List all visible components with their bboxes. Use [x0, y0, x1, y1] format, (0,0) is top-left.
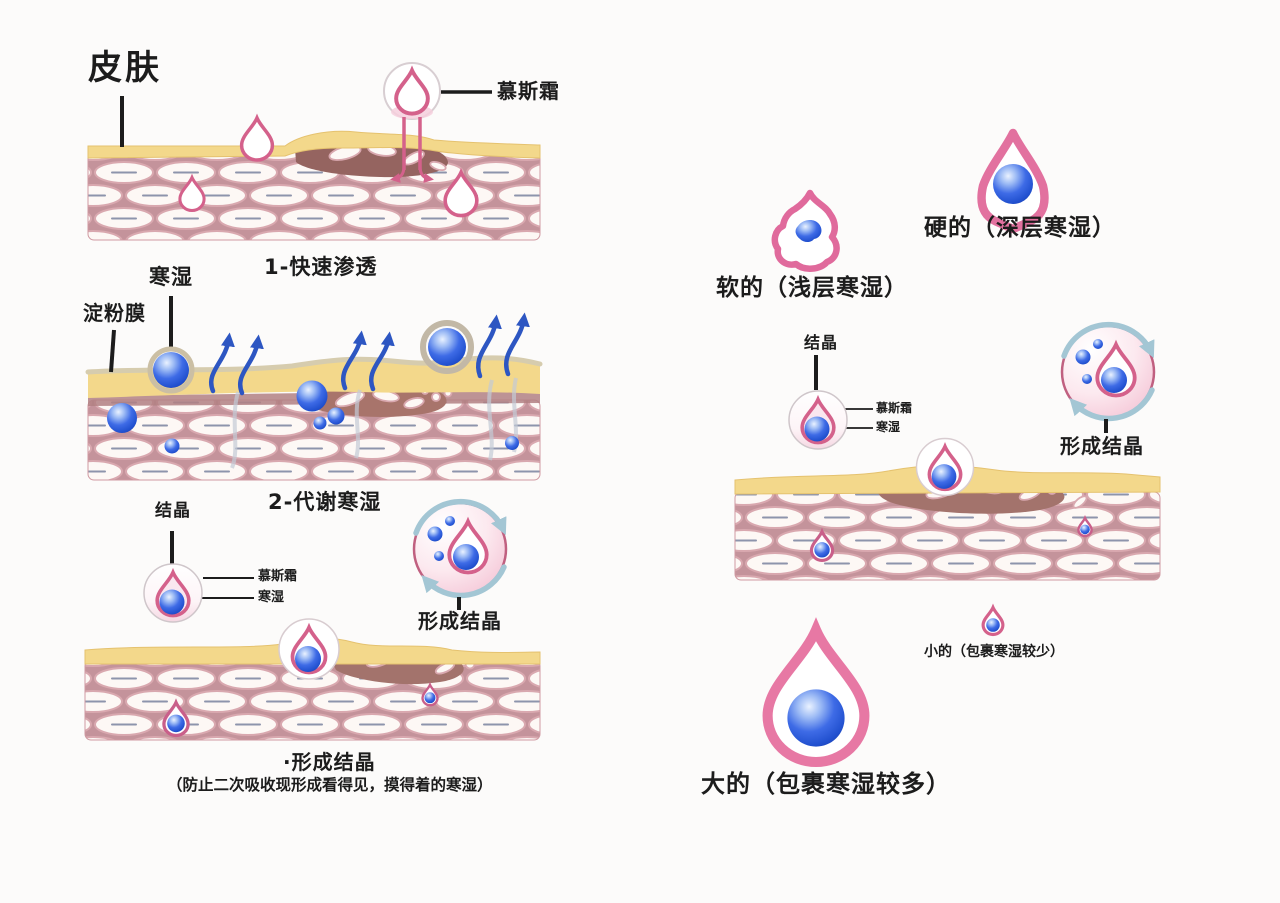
crystal-drop-icon: [789, 391, 847, 449]
form-crystal-label-right: 形成结晶: [1060, 434, 1144, 458]
form-crystal-caption: ·形成结晶: [283, 750, 376, 774]
mousse-applicator-icon: [383, 62, 441, 183]
skin-cross-section-3: [84, 502, 541, 741]
epidermis-layer: [88, 359, 540, 398]
embedded-crystal-drop: [162, 700, 190, 738]
cream-drop-icon: [239, 116, 275, 162]
crystal-on-surface-icon: [279, 619, 339, 679]
soft-label: 软的（浅层寒湿）: [716, 275, 908, 301]
mousse-label-small-right: 慕斯霜: [876, 401, 913, 415]
cold-damp-label-small: 寒湿: [258, 590, 285, 605]
cold-damp-label-small-right: 寒湿: [876, 420, 901, 434]
skin-cross-section-right: [734, 439, 1161, 581]
step1-caption: 1-快速渗透: [264, 255, 378, 279]
embedded-crystal-drop: [421, 683, 439, 707]
large-drop-label: 大的（包裹寒湿较多）: [701, 770, 951, 798]
hard-drop-icon: [977, 128, 1049, 234]
crystal-label: 结晶: [155, 501, 191, 521]
crystal-formation-circle: [1062, 325, 1154, 419]
mousse-label-small: 慕斯霜: [258, 569, 298, 584]
starch-film-label: 淀粉膜: [83, 301, 146, 325]
cold-damp-label: 寒湿: [149, 265, 193, 289]
skin-cross-section-1: [87, 62, 541, 241]
form-crystal-note: （防止二次吸收现形成看得见，摸得着的寒湿）: [167, 776, 493, 794]
crystal-formation-circle: [414, 502, 506, 596]
large-crystal-drop-icon: [768, 630, 865, 762]
embedded-crystal-drop: [809, 530, 835, 562]
evaporation-arrows: [209, 312, 530, 396]
cold-damp-sphere-on-surface: [147, 346, 195, 394]
cold-damp-spheres-inside: [107, 380, 519, 454]
skin-cross-section-2: [85, 296, 543, 481]
hard-label: 硬的（深层寒湿）: [924, 215, 1116, 241]
soft-blob-icon: [771, 189, 840, 272]
starch-film-layer: [85, 355, 543, 375]
mousse-label: 慕斯霜: [497, 79, 560, 103]
stratum-bump-patch: [295, 140, 448, 178]
crystal-drop-icon: [144, 564, 202, 622]
cold-damp-sphere-leaving: [420, 320, 474, 374]
step2-caption: 2-代谢寒湿: [268, 490, 382, 514]
embedded-crystal-drop: [1077, 516, 1093, 538]
crystal-label-right: 结晶: [804, 333, 839, 352]
small-drop-label: 小的（包裹寒湿较少）: [924, 644, 1064, 660]
crystal-on-surface-icon: [917, 439, 974, 496]
starch-film-pointer-line: [109, 329, 116, 373]
form-crystal-label: 形成结晶: [418, 609, 502, 633]
skin-title: 皮肤: [88, 48, 162, 88]
right-column-art: [734, 128, 1161, 762]
epidermis-layer: [87, 130, 541, 159]
small-crystal-drop-icon: [981, 605, 1005, 637]
